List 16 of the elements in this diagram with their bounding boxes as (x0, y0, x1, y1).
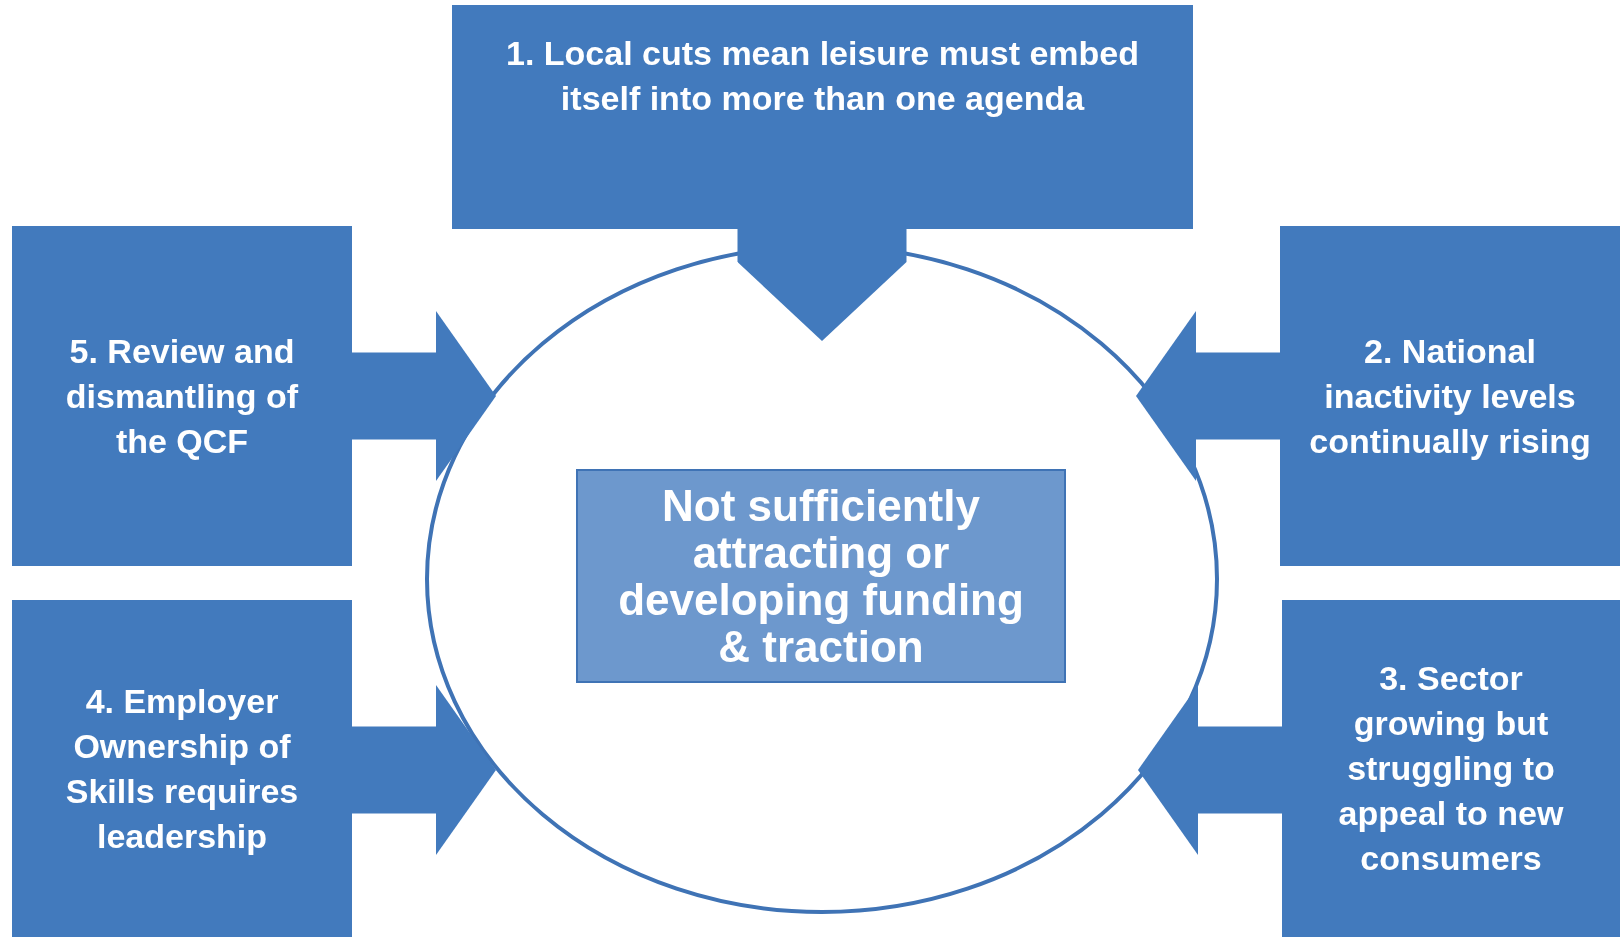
block-arrow (1136, 311, 1280, 481)
callout-box (12, 226, 352, 566)
box-label: 3. Sector growing but struggling to appeal to new consumers (1337, 658, 1565, 879)
callout-box (12, 600, 352, 937)
box-label: 1. Local cuts mean leisure must embed itself into more than one agenda (505, 33, 1140, 119)
box-label: 4. Employer Ownership of Skills requires leadership (64, 680, 300, 857)
callout-box (452, 5, 1193, 229)
center-box (576, 469, 1066, 683)
box-label: 5. Review and dismantling of the QCF (64, 330, 300, 462)
block-arrow (352, 685, 496, 855)
block-arrow (737, 229, 907, 341)
callout-box (1282, 600, 1620, 937)
box-label: 2. National inactivity levels continually rising (1308, 330, 1592, 462)
block-arrow (352, 311, 496, 481)
box-label: Not sufficiently attracting or developing funding & traction (618, 482, 1024, 670)
callout-box (1280, 226, 1620, 566)
